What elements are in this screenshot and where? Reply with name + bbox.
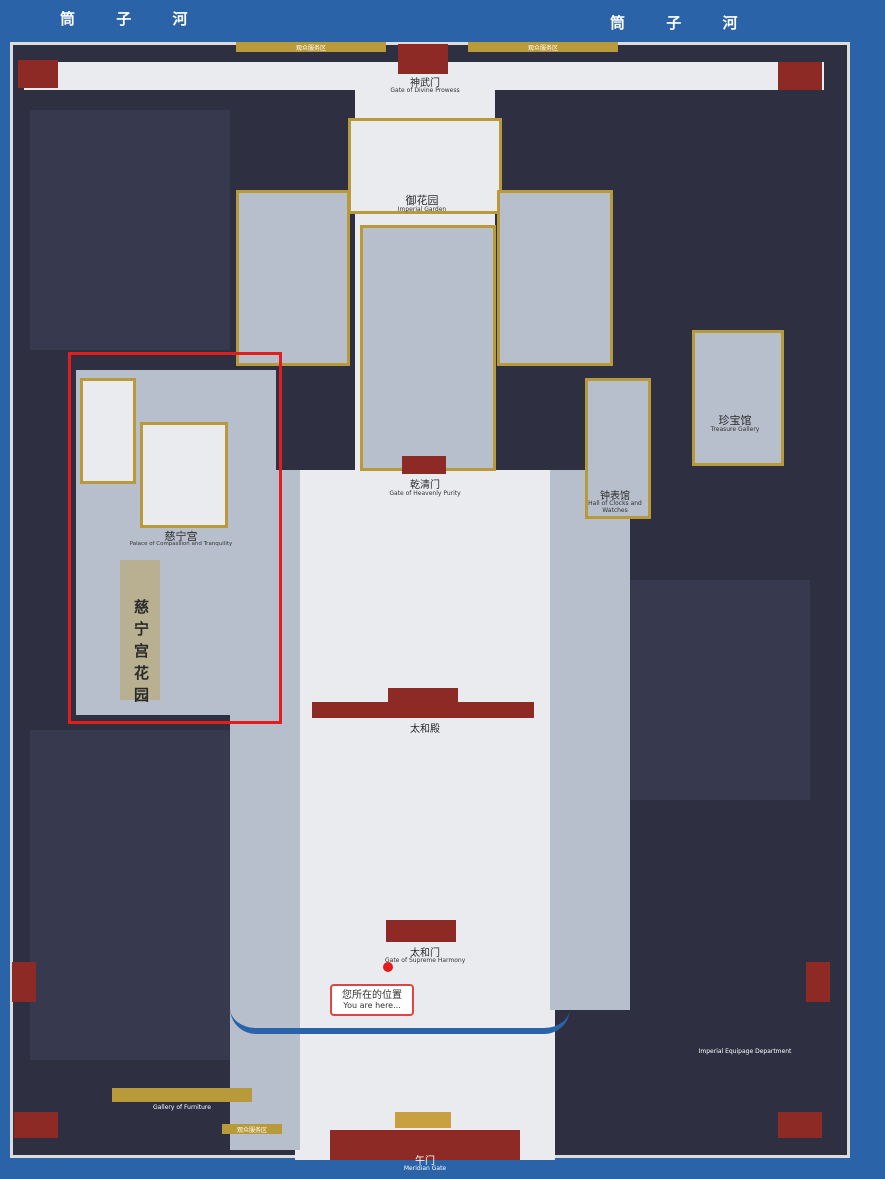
meridian-gate-en-label: Meridian Gate [403,1165,447,1172]
imperial-garden-en-label: Imperial Garden [397,206,447,213]
hall-of-clocks[interactable] [585,378,651,519]
taihe-gate-label: 太和门 [410,948,440,959]
cining-palace-en-label: Palace of Compassion and Tranquility [129,541,233,547]
you-are-here-en: You are here... [343,1001,401,1010]
equipage-label: Imperial Equipage Department [698,1048,792,1055]
cining-palace-label: 慈宁宫 [164,530,198,543]
meridian-gate-label: 午门 [415,1156,435,1167]
six-eastern-palaces[interactable] [497,190,613,366]
service-area-bottom-label: 观众服务区 [236,1127,267,1134]
north-gate-en-label: Gate of Divine Prowess [390,87,460,94]
southeast-corner-tower[interactable] [778,1112,822,1138]
six-western-palaces[interactable] [236,190,350,366]
northwest-corner-tower[interactable] [18,60,58,88]
east-corridor [550,470,630,1010]
taihe-gate-en-label: Gate of Supreme Harmony [385,957,466,964]
treasure-gallery-en-label: Treasure Gallery [710,426,760,433]
hall-of-clocks-en-label: Hall of Clocks and Watches [588,500,642,514]
cining-garden-label: 慈宁宫花园 [134,598,150,704]
qianqing-gate-en-label: Gate of Heavenly Purity [389,490,461,497]
east-building-block [630,580,810,800]
you-are-here-cn: 您所在的位置 [342,990,402,1001]
southwest-corner-tower[interactable] [14,1112,58,1138]
taihe-hall-terrace[interactable] [312,702,534,718]
furniture-gallery-label: Gallery of Furniture [153,1104,211,1111]
north-gate-label: 神武门 [410,78,440,89]
west-flower-gate[interactable] [12,962,36,1002]
service-area-top-right-label: 观众服务区 [527,45,558,52]
furniture-gallery[interactable] [112,1088,252,1102]
you-are-here-marker [383,962,393,972]
shoukang-palace[interactable] [80,378,136,484]
hall-of-clocks-label: 钟表馆 [600,491,630,502]
you-are-here-sign: 您所在的位置 You are here... [330,984,414,1016]
qianqing-gate[interactable] [402,456,446,474]
taihe-hall-label: 太和殿 [410,724,440,735]
imperial-garden-label: 御花园 [405,194,439,207]
treasure-gallery-label: 珍宝馆 [718,414,752,427]
service-area-top-right[interactable] [468,42,618,52]
meridian-gate[interactable] [330,1130,520,1160]
moat-label-right: 筒 子 河 [610,14,756,32]
imperial-garden[interactable] [348,118,502,214]
inner-court-halls[interactable] [360,225,496,471]
taihe-hall[interactable] [388,688,458,708]
northeast-corner-tower[interactable] [778,62,822,90]
service-area-top-left-label: 观众服务区 [295,45,326,52]
qianqing-gate-label: 乾清门 [410,480,440,491]
moat-label-left: 筒 子 河 [60,10,206,28]
highlight-box [68,352,282,724]
meridian-gate-roof [395,1112,451,1128]
east-flower-gate[interactable] [806,962,830,1002]
north-gate-hall[interactable] [398,36,448,74]
service-area-top-left[interactable] [236,42,386,52]
southwest-building-block [30,730,240,1060]
inner-golden-water [230,1008,570,1034]
west-building-block [30,110,230,350]
cining-garden-plot [120,560,160,700]
taihe-gate[interactable] [386,920,456,942]
treasure-gallery[interactable] [692,330,784,466]
central-courtyard [295,470,555,1160]
service-area-bottom[interactable] [222,1124,282,1134]
cining-palace-main-hall[interactable] [140,422,228,528]
